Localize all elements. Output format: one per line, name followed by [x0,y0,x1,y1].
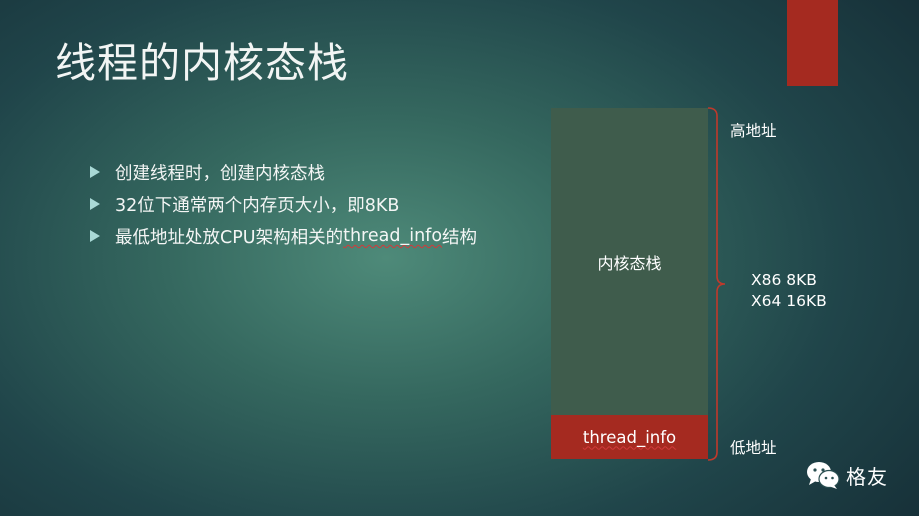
watermark-text: 格友 [846,464,888,489]
kernel-stack-block: 内核态栈 [551,108,708,415]
bullet-item-2: 32位下通常两个内存页大小，即8KB [90,188,477,220]
high-address-label: 高地址 [730,122,777,140]
address-range-brace [707,107,726,461]
bullet-arrow-icon [90,166,100,178]
bullet-text-3-before: 最低地址处放CPU架构相关的 [115,227,344,248]
thread-info-block: thread_info [551,415,708,459]
size-x64-label: X64 16KB [751,292,827,310]
thread-info-label: thread_info [582,427,677,447]
bullet-text-3-after: 结构 [442,227,478,248]
wechat-icon [807,462,840,489]
bullet-text-1: 创建线程时，创建内核态栈 [115,163,325,184]
watermark: 格友 [806,460,888,490]
bullet-text-2: 32位下通常两个内存页大小，即8KB [115,195,400,216]
bullet-list: 创建线程时，创建内核态栈 32位下通常两个内存页大小，即8KB 最低地址处放CP… [90,156,477,252]
bullet-text-3-underlined: thread_info [343,226,443,246]
bullet-arrow-icon [90,198,100,210]
low-address-label: 低地址 [730,439,777,457]
bullet-arrow-icon [90,230,100,242]
bullet-item-1: 创建线程时，创建内核态栈 [90,156,477,188]
red-accent-tab [787,0,838,86]
kernel-stack-label: 内核态栈 [597,254,662,273]
size-x86-label: X86 8KB [751,271,817,289]
slide-title: 线程的内核态栈 [55,39,349,87]
